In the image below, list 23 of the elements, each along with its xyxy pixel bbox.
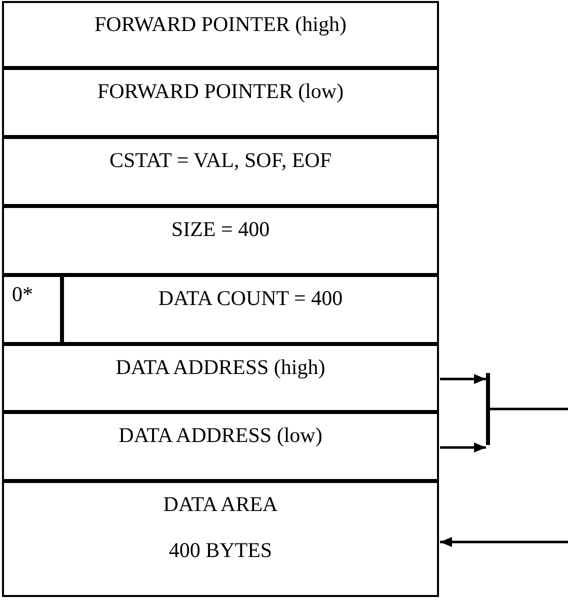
cell-text: 400 BYTES xyxy=(168,537,272,564)
table-cell xyxy=(62,275,439,344)
cell-text: DATA AREA xyxy=(163,491,278,518)
table-cell xyxy=(2,1,439,68)
table-cell xyxy=(2,344,439,412)
table-cell xyxy=(2,137,439,206)
bracket-bar xyxy=(486,373,490,445)
cell-text: FORWARD POINTER (high) xyxy=(94,11,346,38)
arrow xyxy=(440,374,486,384)
table-cell xyxy=(2,206,439,275)
cell-text: SIZE = 400 xyxy=(171,216,270,242)
table-cell xyxy=(2,412,439,481)
cell-text: CSTAT = VAL, SOF, EOF xyxy=(109,147,332,174)
cell-text: DATA ADDRESS (high) xyxy=(116,354,326,380)
cell-text: DATA ADDRESS (low) xyxy=(118,422,322,448)
arrow xyxy=(440,442,486,452)
table-cell xyxy=(2,68,439,137)
arrow xyxy=(440,537,568,547)
cell-text: FORWARD POINTER (low) xyxy=(97,78,344,104)
cell-text: 0* xyxy=(12,281,33,308)
table-cell xyxy=(2,481,439,597)
cell-text: DATA COUNT = 400 xyxy=(158,285,343,312)
table-cell xyxy=(2,275,62,344)
